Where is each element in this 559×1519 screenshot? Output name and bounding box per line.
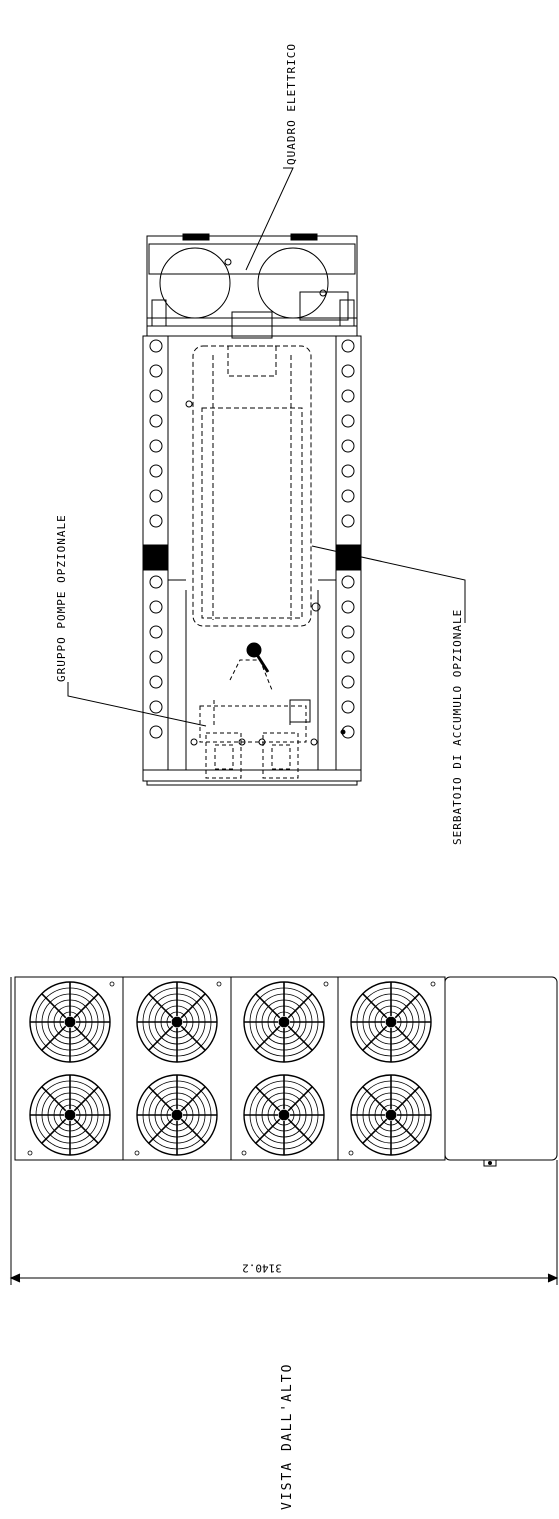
fan-icon xyxy=(349,1075,431,1155)
base-plate xyxy=(147,781,357,785)
side-holes-left xyxy=(150,340,162,738)
fan-icon xyxy=(351,982,435,1062)
upper-unit-view xyxy=(143,234,361,785)
leader-serbatoio xyxy=(312,546,465,623)
electrical-panel xyxy=(147,234,357,338)
fan-icon xyxy=(244,982,328,1062)
storage-tank-outline xyxy=(193,346,311,626)
label-quadro-elettrico: QUADRO ELETTRICO xyxy=(285,43,298,165)
fan-module-view xyxy=(11,977,557,1166)
label-vista-dall-alto: VISTA DALL'ALTO xyxy=(280,1362,295,1510)
dimension-value: 3140.2 xyxy=(242,1261,282,1275)
dimension-line xyxy=(11,1160,557,1285)
leader-lines xyxy=(68,168,465,726)
pipe-details xyxy=(186,401,320,745)
fan-group xyxy=(28,982,435,1155)
fan-icon xyxy=(242,1075,324,1155)
fan-icon xyxy=(28,1075,110,1155)
side-holes-right xyxy=(341,340,354,738)
leader-quadro xyxy=(246,168,293,270)
fan-icon xyxy=(135,1075,217,1155)
label-serbatoio: SERBATOIO DI ACCUMULO OPZIONALE xyxy=(451,608,464,845)
leader-pompe xyxy=(68,682,206,726)
fan-icon xyxy=(30,982,114,1062)
label-gruppo-pompe: GRUPPO POMPE OPZIONALE xyxy=(55,514,68,682)
unit-frame xyxy=(143,336,361,781)
fan-icon xyxy=(137,982,221,1062)
